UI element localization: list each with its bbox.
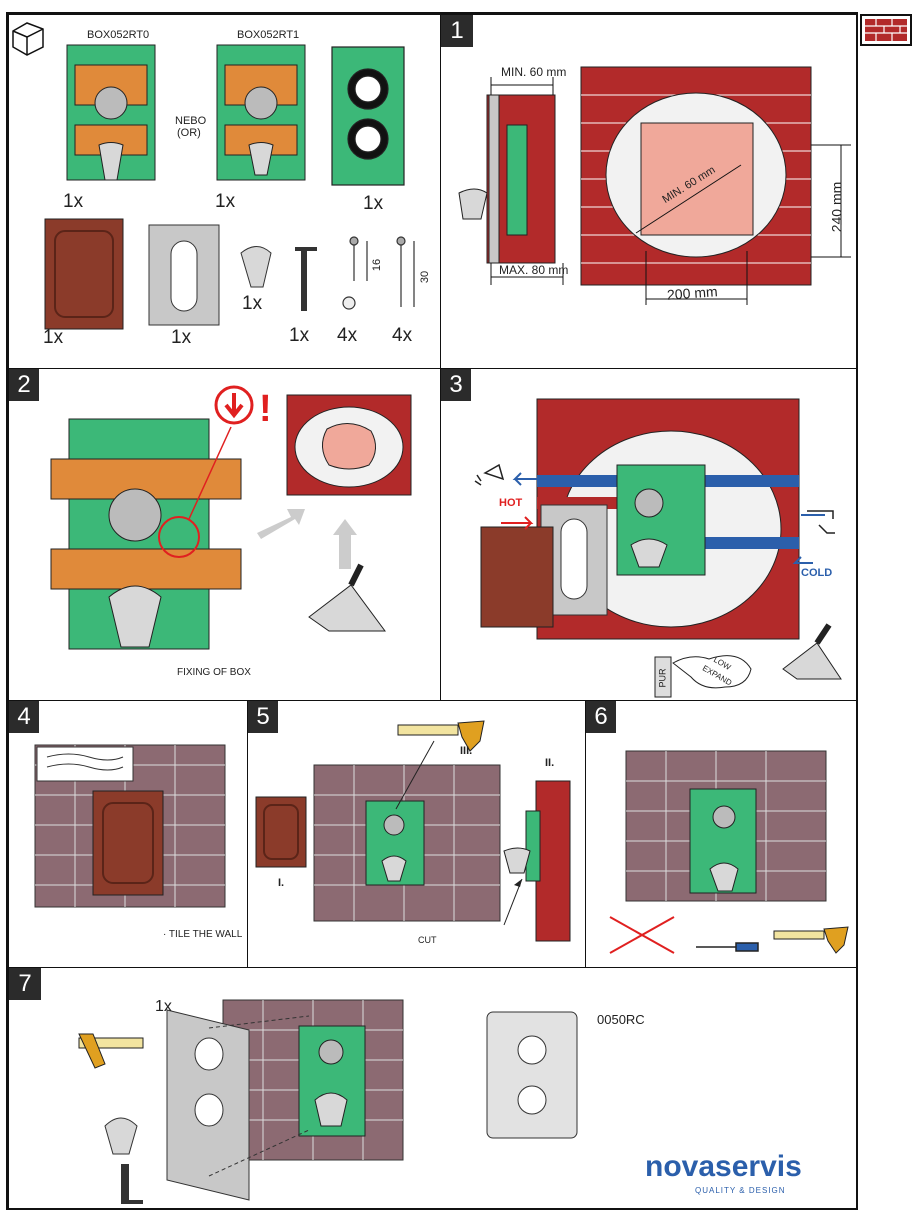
silicone-gun-icon-7 — [78, 1033, 144, 1069]
step-number-3: 3 — [441, 369, 471, 401]
cold-label: COLD — [801, 567, 833, 579]
min-depth-label: MIN. 60 mm — [501, 65, 567, 79]
plaster-cover — [44, 218, 124, 330]
mixing-box-rt1 — [216, 44, 306, 181]
model-label-rt0: BOX052RT0 — [87, 29, 150, 41]
screw-long — [396, 236, 415, 307]
pur-foam-can — [654, 656, 672, 698]
screw-short — [342, 236, 368, 310]
step-2-panel: 2 ! FI — [8, 368, 441, 701]
instruction-sheet: BOX052RT0 BOX052RT1 NEBO (OR) 16 30 1x 1… — [6, 12, 858, 1210]
step-number-5: 5 — [248, 701, 278, 733]
step-number-1: 1 — [441, 15, 473, 47]
cover-plate-0050rc — [486, 1011, 578, 1139]
warning-icon: ! — [259, 388, 272, 430]
cover-plate-tilted — [166, 1009, 250, 1201]
qty-frame: 1x — [171, 327, 192, 348]
brick-opening-small — [286, 394, 412, 496]
pur-label: PUR — [657, 668, 668, 688]
model-label-rt1: BOX052RT1 — [237, 29, 300, 41]
package-contents-panel: BOX052RT0 BOX052RT1 NEBO (OR) 16 30 1x 1… — [8, 14, 441, 369]
step-number-2: 2 — [9, 369, 39, 401]
max-depth-label: MAX. 80 mm — [499, 263, 569, 277]
lever-handle — [240, 246, 272, 288]
gasket-plate — [331, 46, 405, 186]
lever-handle-7 — [104, 1117, 138, 1155]
qty-handle: 1x — [242, 293, 263, 314]
height-dim-label: 240 mm — [828, 181, 845, 233]
package-box-icon — [12, 22, 44, 56]
screwdriver-icon — [696, 942, 759, 952]
bath-spout-icon — [807, 510, 835, 534]
step-5-label-iii: III. — [460, 745, 473, 757]
qty-cover-plate: 1x — [155, 998, 172, 1015]
shower-head-icon — [474, 463, 505, 486]
step-number-6: 6 — [586, 701, 616, 733]
mixing-box-installed — [616, 464, 706, 576]
fixing-caption: FIXING OF BOX — [177, 667, 251, 678]
qty-allen-key: 1x — [289, 325, 310, 346]
arrow-callout — [158, 516, 200, 558]
silicone-gun-icon-6 — [773, 926, 849, 954]
brand-logo: novaservis — [645, 1150, 802, 1183]
model-label-0050rc: 0050RC — [597, 1012, 645, 1027]
step-4-panel: 4 · TILE THE WALL — [8, 700, 248, 968]
sealing-frame — [148, 224, 220, 326]
or-label-2: (OR) — [177, 127, 201, 139]
crossed-out-pliers-icon — [609, 916, 675, 954]
qty-screw-short: 4x — [337, 325, 358, 346]
or-label-1: NEBO — [175, 115, 207, 127]
screw-length-30: 30 — [419, 270, 432, 284]
allen-key-7 — [121, 1164, 143, 1204]
screw-length-16: 16 — [371, 258, 384, 272]
step-1-panel: 1 — [440, 14, 858, 369]
cut-label: CUT — [418, 935, 437, 945]
qty-cover: 1x — [43, 327, 64, 348]
qty-gasket: 1x — [363, 193, 384, 214]
step-6-panel: 6 — [585, 700, 858, 968]
step-number-4: 4 — [9, 701, 39, 733]
brick-wall-icon — [860, 14, 912, 46]
step-5-panel: 5 I. II. — [247, 700, 586, 968]
qty-box-rt1: 1x — [215, 191, 236, 212]
qty-box-rt0: 1x — [63, 191, 84, 212]
step-5-label-ii: II. — [545, 757, 555, 769]
tile-caption: · TILE THE WALL — [163, 929, 243, 940]
brand-tagline: QUALITY & DESIGN — [695, 1186, 786, 1195]
qty-screw-long: 4x — [392, 325, 413, 346]
brick-wall-opening — [580, 66, 812, 286]
trowel-icon — [308, 563, 386, 632]
silicone-gun-icon — [397, 720, 485, 752]
mixing-box-rt0 — [66, 44, 156, 181]
step-5-label-i: I. — [278, 877, 285, 889]
step-3-panel: 3 — [440, 368, 858, 701]
allen-key — [295, 247, 317, 311]
hot-label: HOT — [499, 497, 523, 509]
step-number-7: 7 — [9, 968, 41, 1000]
mixing-box-large — [50, 418, 242, 650]
trowel-icon-2 — [782, 623, 842, 680]
step-7-panel: 7 — [8, 967, 858, 1210]
